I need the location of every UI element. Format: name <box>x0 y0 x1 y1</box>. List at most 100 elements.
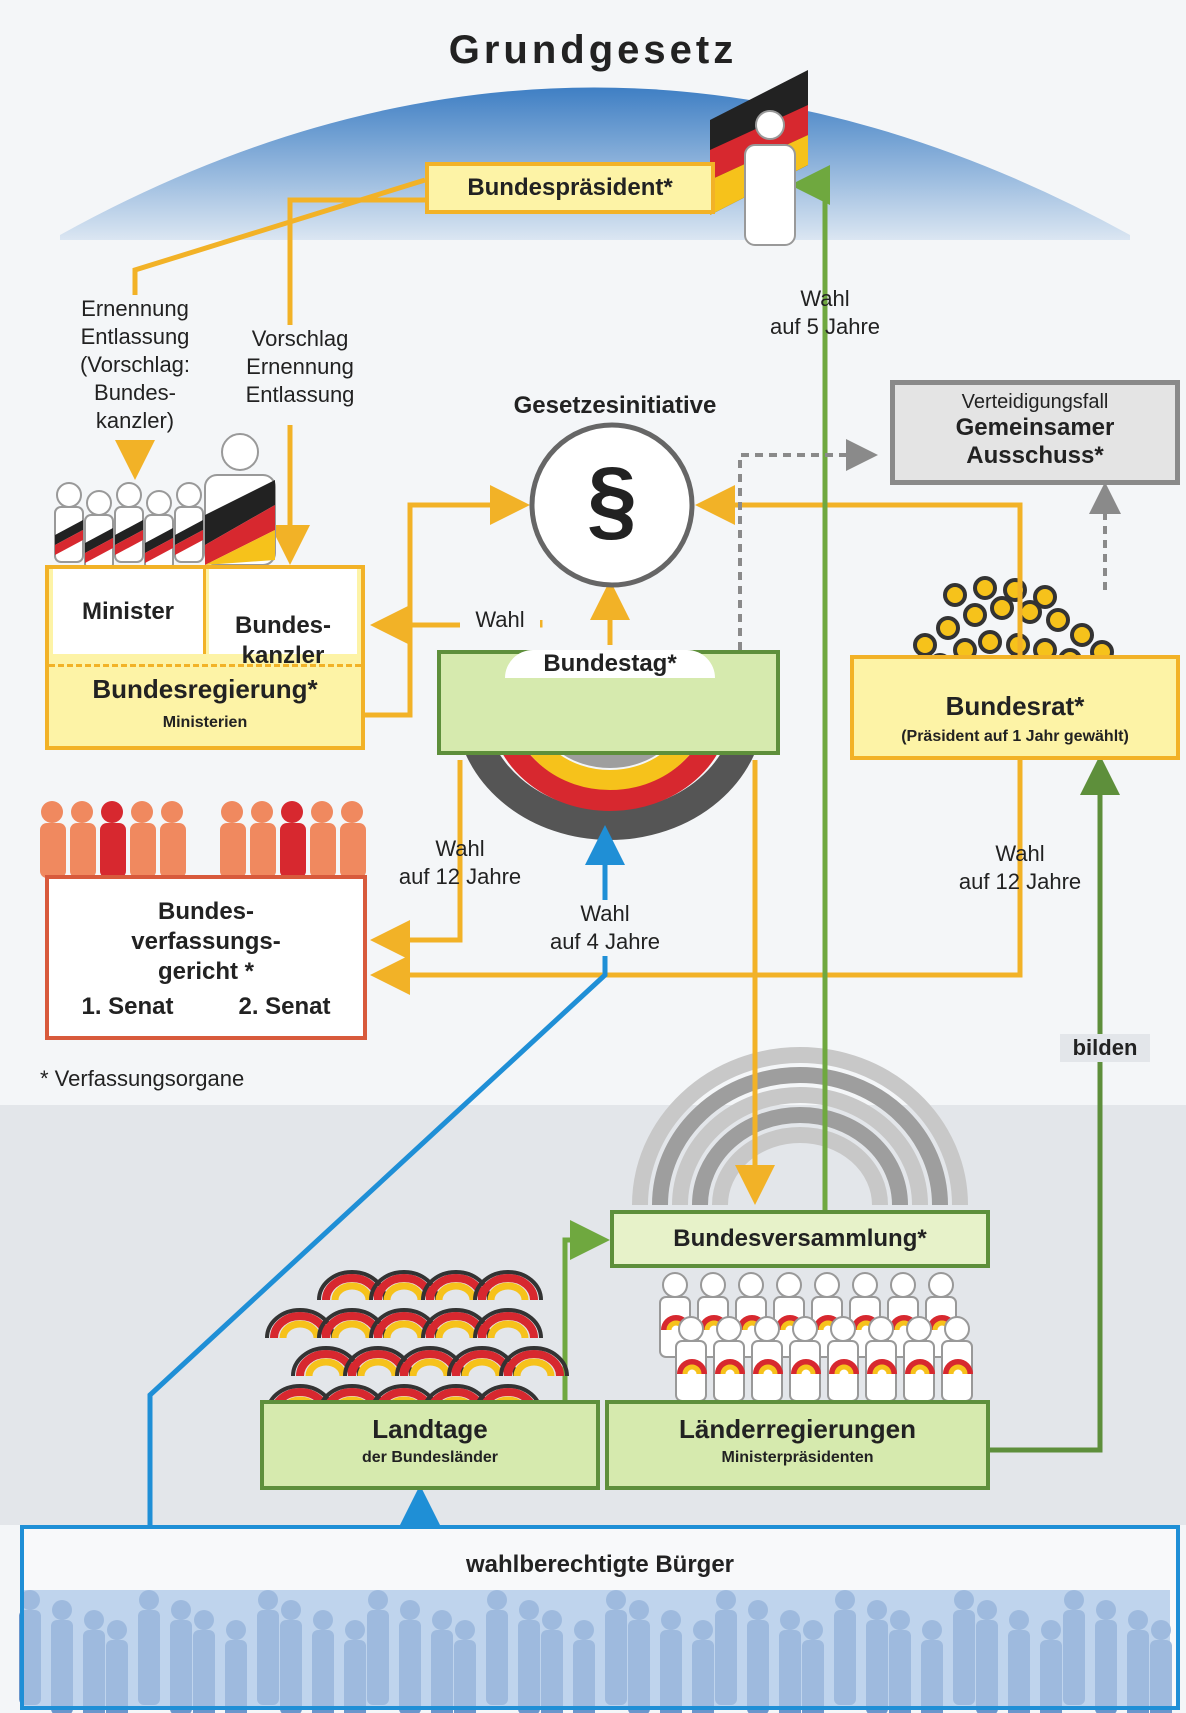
minister-box: Minister <box>53 569 206 654</box>
judge-body <box>70 823 96 878</box>
minister-flag <box>55 530 83 555</box>
landtag-arc <box>348 1350 408 1377</box>
bundesrat-seat <box>913 633 937 657</box>
grey-dashed-arrows <box>738 439 1121 650</box>
judge-figure <box>41 801 63 823</box>
minister-figure <box>116 482 142 508</box>
laender-figure <box>868 1316 894 1342</box>
citizen-figure <box>107 1620 127 1640</box>
bundespraesident-box: Bundespräsident* <box>425 162 715 214</box>
judge-figure <box>311 801 333 823</box>
citizen-body <box>1150 1640 1172 1713</box>
citizen-figure <box>432 1610 452 1630</box>
yellow-arrows <box>115 177 1023 1205</box>
citizen-figure <box>629 1600 649 1620</box>
bundestag-label: Bundestag* <box>505 650 715 678</box>
citizen-figure <box>803 1620 823 1640</box>
citizen-figure <box>281 1600 301 1620</box>
laender-arc <box>715 1359 745 1375</box>
laender-arc <box>905 1359 935 1375</box>
minister-figure <box>176 482 202 508</box>
citizen-figure <box>1009 1610 1029 1630</box>
citizen-body <box>106 1640 128 1713</box>
bverfg-box: Bundes- verfassungs- gericht * 1. Senat … <box>45 875 367 1040</box>
judge-body <box>100 823 126 878</box>
laender-arc <box>910 1364 930 1375</box>
citizen-figure <box>52 1600 72 1620</box>
landtag-arc <box>461 1358 503 1377</box>
citizen-figure <box>574 1620 594 1640</box>
landtage-box: Landtage der Bundesländer <box>260 1400 600 1490</box>
laender-arc <box>948 1364 968 1375</box>
landtag-arc <box>400 1350 460 1377</box>
landtag-arc <box>322 1274 382 1301</box>
landtag-arc <box>374 1312 434 1339</box>
bundesrat-seat <box>978 630 1002 654</box>
citizens-crowd <box>19 1590 1172 1713</box>
bundesrat-seat <box>990 596 1014 620</box>
landtag-arc <box>374 1274 434 1301</box>
citizen-body <box>344 1640 366 1713</box>
judge-body <box>310 823 336 878</box>
citizen-figure <box>1064 1590 1084 1610</box>
paragraph-symbol: § <box>586 450 638 550</box>
minister-figure <box>86 490 112 516</box>
senat-1-label: 1. Senat <box>81 993 174 1020</box>
landtag-arc <box>473 1308 543 1339</box>
citizen-body <box>628 1620 650 1713</box>
wahl-5-label: Wahl auf 5 Jahre <box>769 286 881 339</box>
citizen-body <box>312 1630 334 1713</box>
citizen-body <box>257 1610 279 1705</box>
minister-flag <box>175 530 203 555</box>
citizen-figure <box>977 1600 997 1620</box>
landtage-sub: der Bundesländer <box>361 1449 499 1466</box>
citizen-body <box>486 1610 508 1705</box>
citizen-body <box>367 1610 389 1705</box>
judge-figure <box>71 801 93 823</box>
citizen-body <box>83 1630 105 1713</box>
laender-figure <box>814 1272 840 1298</box>
laender-figure <box>792 1316 818 1342</box>
citizen-figure <box>693 1620 713 1640</box>
landtag-arc <box>383 1282 425 1301</box>
bundesrat-seat <box>973 576 997 600</box>
landtag-arc <box>409 1358 451 1377</box>
citizen-figure <box>84 1610 104 1630</box>
judge-body <box>130 823 156 878</box>
citizen-body <box>1063 1610 1085 1705</box>
laender-arc <box>791 1359 821 1375</box>
citizen-body <box>779 1630 801 1713</box>
laender-figure <box>906 1316 932 1342</box>
citizen-figure <box>345 1620 365 1640</box>
citizen-figure <box>780 1610 800 1630</box>
laender-figure <box>662 1272 688 1298</box>
citizen-body <box>866 1620 888 1713</box>
judge-body <box>220 823 246 878</box>
laender-figure <box>852 1272 878 1298</box>
wahl-12-bt-label: Wahl auf 12 Jahre <box>398 836 522 889</box>
landtag-arc <box>426 1312 486 1339</box>
citizen-figure <box>606 1590 626 1610</box>
wahl-kanzler-label: Wahl <box>460 606 540 634</box>
laender-figure <box>944 1316 970 1342</box>
minister-flag <box>55 520 83 545</box>
landtag-arc <box>478 1274 538 1301</box>
verteidigungsfall-label: Verteidigungsfall <box>961 391 1109 413</box>
landtag-arc <box>322 1312 382 1339</box>
citizen-body <box>605 1610 627 1705</box>
laender-figure <box>738 1272 764 1298</box>
judge-body <box>340 823 366 878</box>
gemeinsamer-ausschuss-box: Verteidigungsfall Gemeinsamer Ausschuss* <box>890 380 1180 485</box>
judge-figure <box>161 801 183 823</box>
citizen-body <box>51 1620 73 1713</box>
bundeskanzler-label: Bundes- kanzler <box>235 612 331 669</box>
laender-figure <box>754 1316 780 1342</box>
citizen-figure <box>1041 1620 1061 1640</box>
laenderregierungen-sub: Ministerpräsidenten <box>721 1449 874 1466</box>
green-arrows <box>562 165 830 1400</box>
bundesrat-box: Bundesrat* (Präsident auf 1 Jahr gewählt… <box>850 655 1180 760</box>
laender-figure <box>830 1316 856 1342</box>
minister-figure <box>56 482 82 508</box>
minister-figure <box>146 490 172 516</box>
vorschlag-kanzler-label: Vorschlag Ernennung Entlassung <box>245 326 355 407</box>
